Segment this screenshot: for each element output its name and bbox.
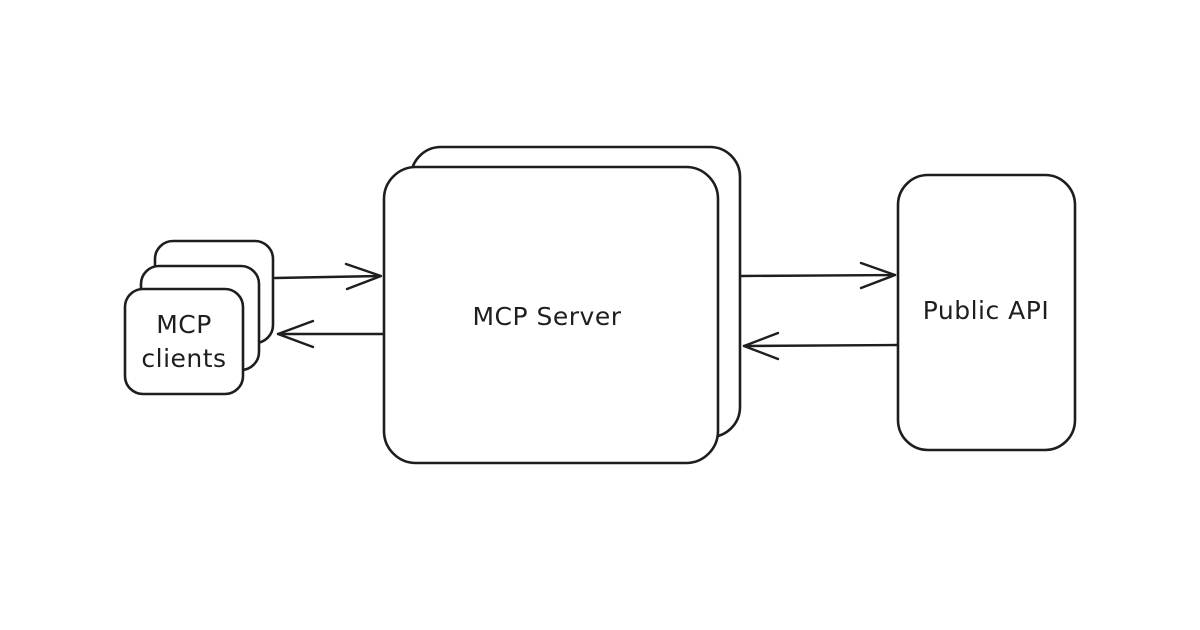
arrow-line bbox=[742, 343, 899, 348]
public-api-node: Public API bbox=[896, 173, 1077, 452]
edge-server-to-clients bbox=[276, 319, 385, 349]
edge-clients-to-server bbox=[273, 262, 383, 291]
arrowhead bbox=[276, 319, 315, 349]
arrowhead bbox=[859, 261, 897, 290]
edge-server-to-api bbox=[739, 261, 897, 290]
mcp-clients-label-line2: clients bbox=[141, 344, 226, 373]
public-api-label: Public API bbox=[923, 296, 1049, 325]
mcp-clients-label-line1: MCP bbox=[156, 310, 212, 339]
mcp-clients-node: MCP clients bbox=[123, 239, 275, 396]
arrow-line bbox=[273, 274, 382, 280]
arrowhead bbox=[344, 262, 383, 291]
public-api-card bbox=[896, 173, 1077, 452]
mcp-server-node: MCP Server bbox=[382, 145, 742, 465]
mcp-clients-card-front bbox=[123, 287, 245, 396]
arrowhead bbox=[742, 331, 780, 361]
mcp-server-card-front bbox=[382, 165, 720, 465]
arrow-line bbox=[739, 273, 897, 278]
mcp-server-label: MCP Server bbox=[472, 302, 621, 331]
edge-api-to-server bbox=[742, 331, 899, 361]
